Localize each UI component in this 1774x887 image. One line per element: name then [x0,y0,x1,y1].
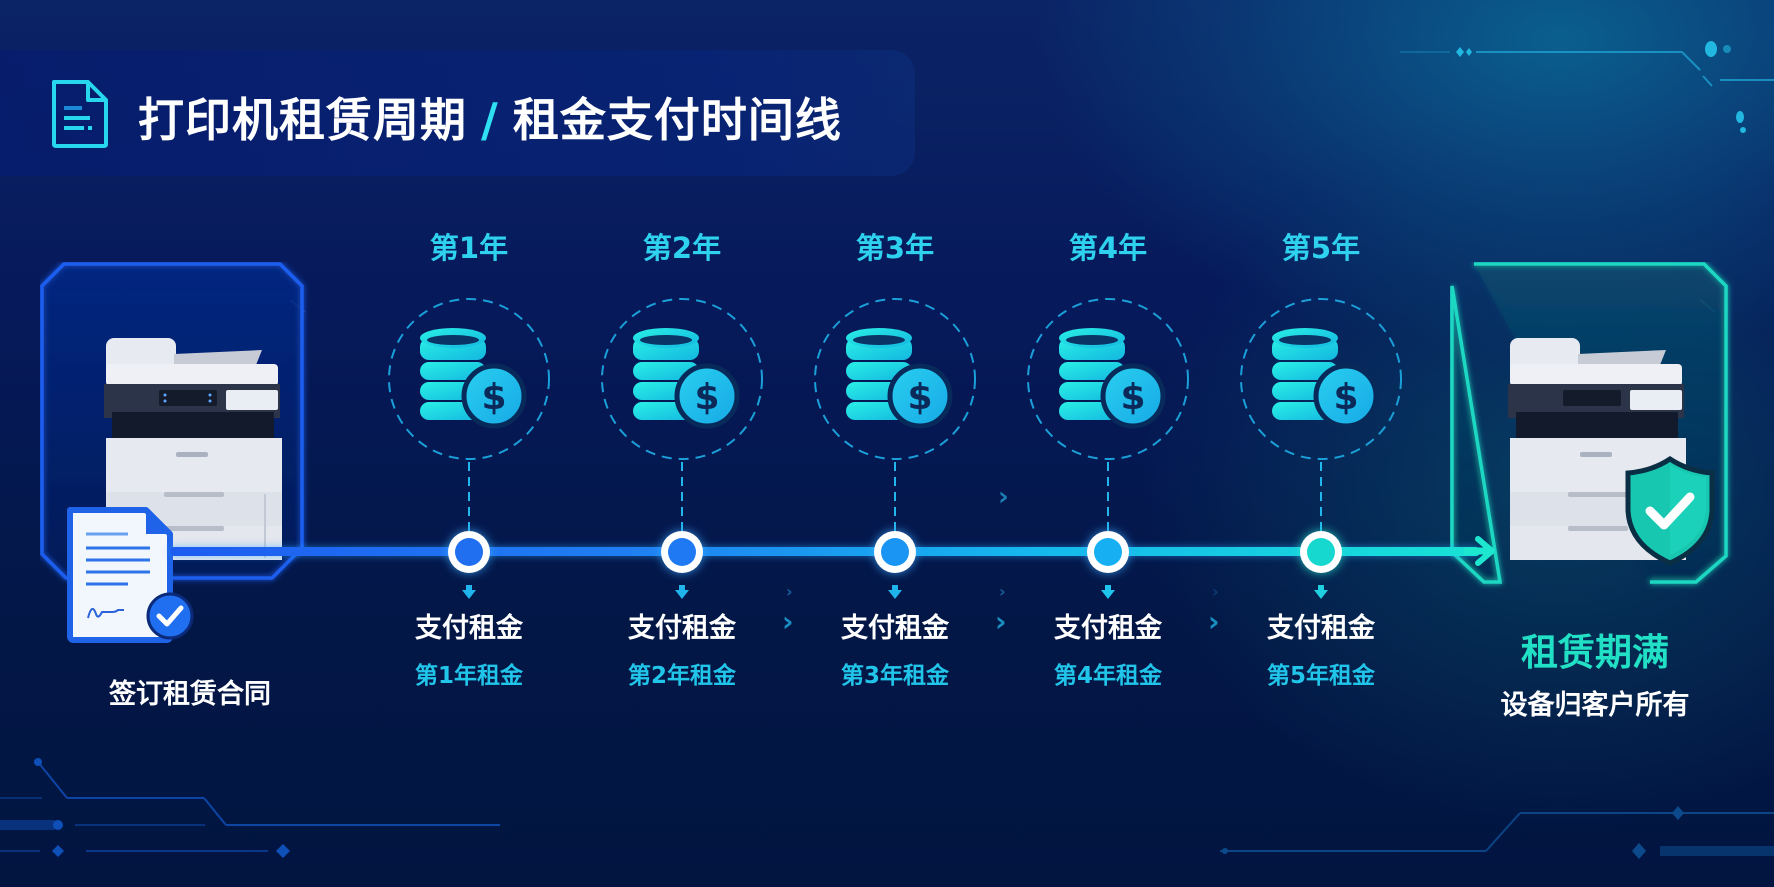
timeline-node-3[interactable] [874,531,916,573]
arrow-down-icon [675,585,689,599]
connector-line [1320,462,1322,532]
year-label-5: 第5年 [1281,231,1361,265]
signed-contract-icon [67,507,194,643]
printer-icon [104,338,282,560]
step-action-1: 支付租金 [415,613,523,644]
year-label-1: 第1年 [429,231,509,265]
step-action-2: 支付租金 [628,613,736,644]
document-icon [52,80,108,148]
step-action-5: 支付租金 [1267,613,1375,644]
step-detail-3: 第3年租金 [840,663,949,689]
coins-dollar-icon [599,296,765,462]
timeline-node-5[interactable] [1300,531,1342,573]
year-label-4: 第4年 [1068,231,1148,265]
end-subtitle: 设备归客户所有 [1500,690,1690,721]
connector-line [1107,462,1109,532]
step-detail-1: 第1年租金 [414,663,523,689]
timeline-node-2[interactable] [661,531,703,573]
step-detail-4: 第4年租金 [1053,663,1162,689]
connector-line [894,462,896,532]
timeline-node-1[interactable] [448,531,490,573]
chevron-right-icon: › [995,605,1007,638]
step-detail-5: 第5年租金 [1266,663,1375,689]
chevron-right-icon: › [782,605,794,638]
connector-line [681,462,683,532]
chevron-right-icon: › [1208,605,1220,638]
chevron-right-icon: › [1212,582,1219,601]
title-separator: / [481,93,499,147]
title-part-1: 打印机租赁周期 [138,93,467,147]
end-title: 租赁期满 [1521,631,1669,674]
step-action-4: 支付租金 [1054,613,1162,644]
timeline-axis [170,547,1480,556]
coins-dollar-icon [386,296,552,462]
arrow-down-icon [462,585,476,599]
title-part-2: 租金支付时间线 [512,93,842,147]
title-banner [0,50,915,176]
arrow-down-icon [1314,585,1328,599]
chevron-right-icon: › [998,482,1009,512]
chevron-right-icon: › [999,582,1006,601]
coins-dollar-icon [812,296,978,462]
connector-line [468,462,470,532]
page-title: 打印机租赁周期 /租金支付时间线 [138,84,842,150]
timeline-node-4[interactable] [1087,531,1129,573]
arrow-right-icon [1464,536,1495,566]
arrow-down-icon [888,585,902,599]
shield-check-icon [1625,455,1715,566]
year-label-3: 第3年 [855,231,935,265]
arrow-down-icon [1101,585,1115,599]
coins-dollar-icon [1025,296,1191,462]
year-label-2: 第2年 [642,231,722,265]
start-label: 签订租赁合同 [109,679,271,710]
coins-dollar-icon [1238,296,1404,462]
step-detail-2: 第2年租金 [627,663,736,689]
chevron-right-icon: › [786,582,793,601]
step-action-3: 支付租金 [841,613,949,644]
